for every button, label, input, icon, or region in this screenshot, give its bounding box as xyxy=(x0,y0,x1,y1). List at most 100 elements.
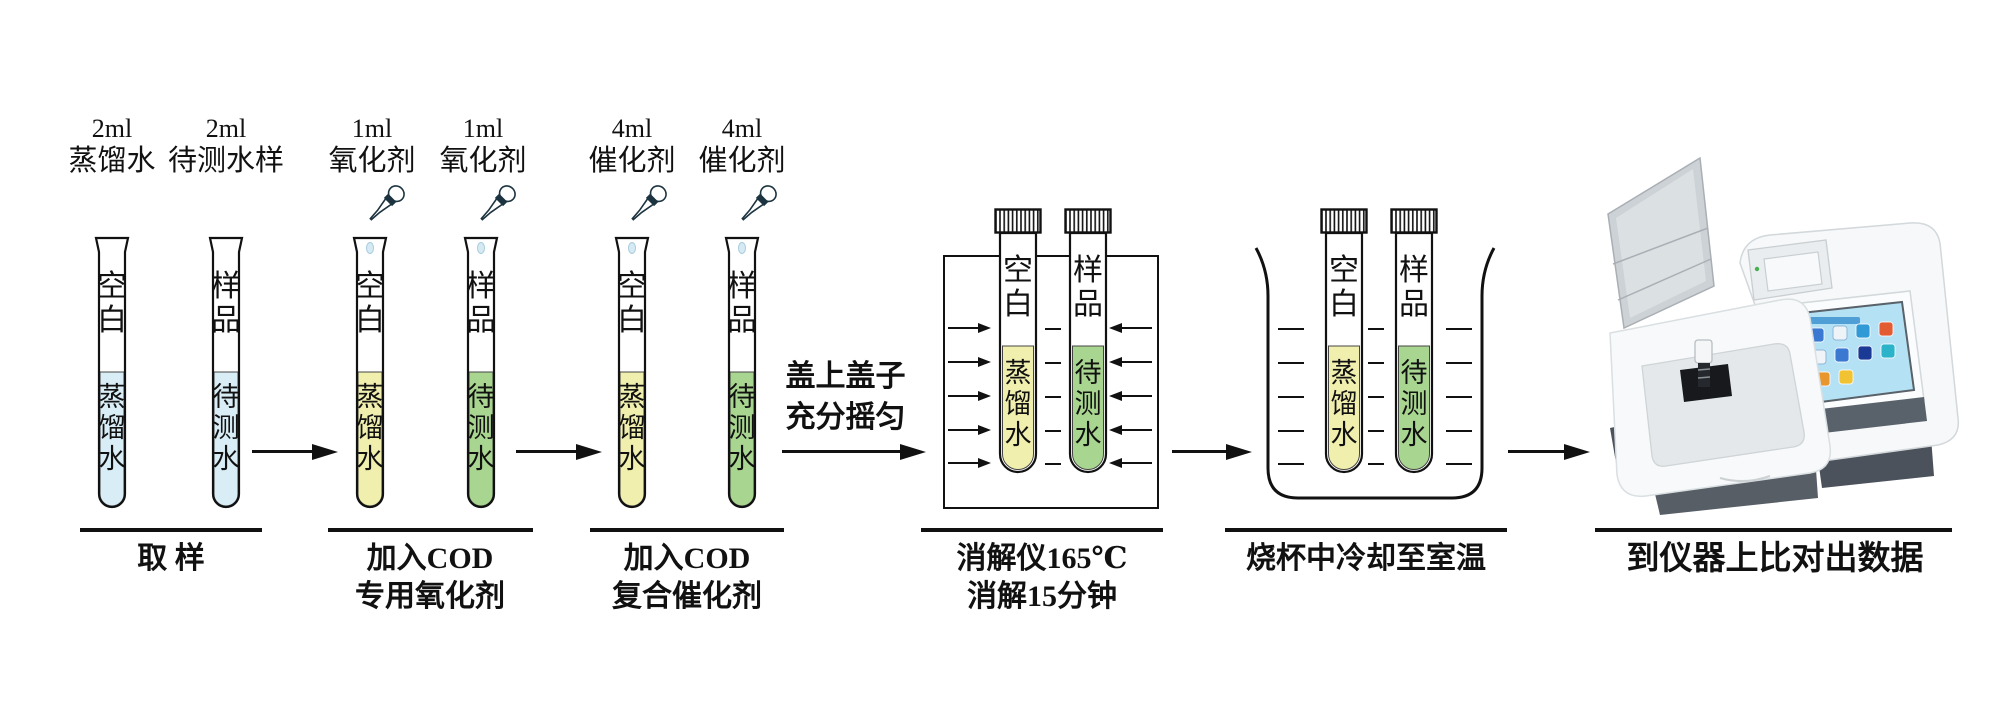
water-dash xyxy=(1368,463,1384,466)
sample-vial xyxy=(1694,339,1713,387)
beaker xyxy=(1254,247,1496,500)
tube-title: 样品 xyxy=(211,270,241,337)
instrument-stripe xyxy=(1812,397,1927,434)
water-dash xyxy=(1446,463,1472,466)
liquid-label: 待测水 xyxy=(212,382,240,474)
instrument-touchscreen xyxy=(1799,300,1916,405)
tube-title: 空白 xyxy=(617,270,647,337)
screen-title-bar xyxy=(1806,317,1860,324)
capped-tube-sample xyxy=(1064,208,1112,474)
stage-underline xyxy=(328,528,533,532)
shake-note: 盖上盖子 充分摇匀 xyxy=(768,356,923,438)
liquid-label: 待测水 xyxy=(1074,358,1102,450)
caption-line: 加入COD xyxy=(366,542,494,575)
reagent-label: 2ml 待测水样 xyxy=(161,112,291,178)
stage-underline xyxy=(80,528,262,532)
test-tube-sample xyxy=(208,236,244,509)
capped-tube-blank xyxy=(994,208,1042,474)
flow-arrow xyxy=(252,450,312,453)
water-dash xyxy=(1278,362,1304,365)
tube-title: 样品 xyxy=(466,270,496,337)
capped-tube-sample xyxy=(1390,208,1438,474)
liquid-label: 待测水 xyxy=(728,382,756,474)
water-dash xyxy=(1446,396,1472,399)
flow-arrow xyxy=(516,450,576,453)
digester-container xyxy=(943,255,1159,509)
heat-arrow xyxy=(1122,361,1152,364)
stage-underline xyxy=(1225,528,1507,532)
test-tube-blank xyxy=(352,236,388,509)
reagent-name: 催化剂 xyxy=(698,145,786,177)
water-dash xyxy=(1278,328,1304,331)
dropper-icon xyxy=(357,177,414,234)
app-icon xyxy=(1834,347,1850,363)
stage-caption: 烧杯中冷却至室温 xyxy=(1246,542,1486,575)
tube-title: 空白 xyxy=(97,270,127,337)
liquid-label: 待测水 xyxy=(467,382,495,474)
caption-line: 加入COD xyxy=(623,542,751,575)
dropper-icon xyxy=(729,177,786,234)
shake-note-line: 盖上盖子 xyxy=(785,360,906,393)
heat-arrow xyxy=(948,395,978,398)
reagent-amount: 1ml xyxy=(462,114,504,143)
compartment-lip xyxy=(1719,475,1771,482)
level-dash xyxy=(1045,430,1061,433)
tube-title: 样品 xyxy=(727,270,757,337)
reagent-name: 待测水样 xyxy=(167,145,284,177)
reagent-label: 4ml 催化剂 xyxy=(677,112,807,178)
water-dash xyxy=(1368,362,1384,365)
water-dash xyxy=(1446,430,1472,433)
tube-title: 样品 xyxy=(1399,254,1429,321)
reagent-label: 2ml 蒸馏水 xyxy=(47,112,177,178)
reagent-name: 催化剂 xyxy=(588,145,676,177)
app-icon xyxy=(1838,369,1854,385)
water-dash xyxy=(1278,430,1304,433)
water-dash xyxy=(1446,328,1472,331)
tube-title: 空白 xyxy=(1003,254,1033,321)
water-dash xyxy=(1368,430,1384,433)
caption-line: 复合催化剂 xyxy=(612,580,762,613)
flow-arrow xyxy=(1508,450,1564,453)
stage-underline xyxy=(590,528,784,532)
heat-arrow xyxy=(1122,462,1152,465)
app-icon xyxy=(1832,325,1848,341)
test-tube-sample xyxy=(724,236,760,509)
app-icon xyxy=(1855,323,1871,339)
instrument-printer xyxy=(1747,239,1833,301)
test-tube-blank xyxy=(614,236,650,509)
liquid-label: 待测水 xyxy=(1400,358,1428,450)
water-dash xyxy=(1446,362,1472,365)
liquid-label: 蒸馏水 xyxy=(98,382,126,474)
flow-arrow xyxy=(782,450,900,453)
heat-arrow xyxy=(1122,327,1152,330)
capped-tube-blank xyxy=(1320,208,1368,474)
level-dash xyxy=(1045,396,1061,399)
tube-title: 空白 xyxy=(355,270,385,337)
reagent-name: 蒸馏水 xyxy=(68,145,156,177)
liquid-label: 蒸馏水 xyxy=(356,382,384,474)
stage-caption: 取 样 xyxy=(137,542,205,575)
flow-arrow xyxy=(1172,450,1226,453)
reagent-name: 氧化剂 xyxy=(328,145,416,177)
level-dash xyxy=(1045,362,1061,365)
level-dash xyxy=(1045,463,1061,466)
stage-underline xyxy=(921,528,1163,532)
heat-arrow xyxy=(1122,429,1152,432)
liquid-label: 蒸馏水 xyxy=(1330,358,1358,450)
reagent-label: 1ml 氧化剂 xyxy=(307,112,437,178)
stage-caption: 加入COD 专用氧化剂 xyxy=(320,540,540,616)
test-tube-sample xyxy=(463,236,499,509)
stage-underline xyxy=(1595,528,1952,532)
power-led xyxy=(1754,266,1760,272)
water-dash xyxy=(1368,396,1384,399)
tube-title: 样品 xyxy=(1073,254,1103,321)
app-icon xyxy=(1857,345,1873,361)
water-dash xyxy=(1368,328,1384,331)
reagent-name: 氧化剂 xyxy=(439,145,527,177)
